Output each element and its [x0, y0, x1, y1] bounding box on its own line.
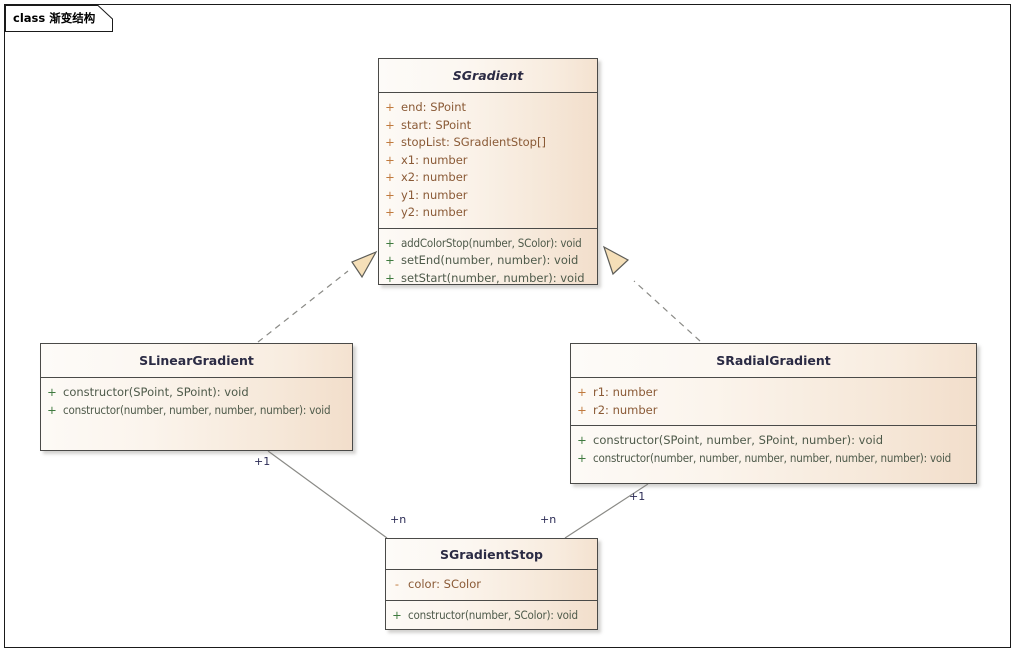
- visibility-marker: +: [385, 235, 395, 250]
- attribute-label: y2: number: [401, 205, 468, 219]
- attribute-row: + x1: number: [379, 152, 597, 170]
- method-label: constructor(number, number, number, numb…: [593, 450, 952, 465]
- attribute-label: stopList: SGradientStop[]: [401, 135, 546, 149]
- multiplicity-radial-many: +n: [540, 513, 557, 526]
- class-title-sradialgradient: SRadialGradient: [571, 344, 976, 378]
- methods-compartment-sgradient: + addColorStop(number, SColor): void + s…: [379, 227, 597, 294]
- method-row: + constructor(SPoint, SPoint): void: [41, 384, 352, 402]
- methods-compartment-slineargradient: + constructor(SPoint, SPoint): void + co…: [41, 378, 352, 425]
- visibility-marker: +: [47, 385, 57, 399]
- visibility-marker: -: [394, 577, 400, 591]
- attribute-row: + y1: number: [379, 187, 597, 205]
- attribute-label: start: SPoint: [401, 117, 472, 132]
- attribute-row: - color: SColor: [386, 576, 597, 594]
- method-row: + setEnd(number, number): void: [379, 252, 597, 270]
- attribute-label: r2: number: [593, 402, 658, 417]
- method-label: setEnd(number, number): void: [401, 253, 579, 267]
- attributes-compartment-sgradient: + end: SPoint + start: SPoint + stopList…: [379, 93, 597, 228]
- attribute-row: + end: SPoint: [379, 99, 597, 117]
- attribute-label: r1: number: [593, 385, 658, 399]
- visibility-marker: +: [385, 152, 395, 167]
- method-row: + setStart(number, number): void: [379, 270, 597, 288]
- visibility-marker: +: [392, 607, 402, 622]
- attribute-label: x1: number: [401, 152, 468, 167]
- visibility-marker: +: [385, 117, 395, 132]
- visibility-marker: +: [385, 100, 395, 114]
- visibility-marker: +: [385, 187, 395, 202]
- attribute-label: color: SColor: [408, 577, 481, 591]
- attribute-row: + r1: number: [571, 384, 976, 402]
- method-label: constructor(number, SColor): void: [408, 607, 578, 622]
- methods-compartment-sgradientstop: + constructor(number, SColor): void: [386, 599, 597, 631]
- frame-title-label: class 渐变结构: [13, 11, 96, 25]
- visibility-marker: +: [577, 385, 587, 399]
- class-title-sgradientstop: SGradientStop: [386, 539, 597, 570]
- visibility-marker: +: [385, 205, 395, 219]
- frame-title-tab: class 渐变结构: [4, 4, 113, 32]
- attribute-label: y1: number: [401, 187, 468, 202]
- method-row: + constructor(number, number, number, nu…: [571, 450, 976, 468]
- attribute-row: + y2: number: [379, 204, 597, 222]
- method-row: + constructor(number, SColor): void: [386, 607, 597, 625]
- visibility-marker: +: [385, 270, 395, 285]
- attribute-row: + start: SPoint: [379, 117, 597, 135]
- class-box-sradialgradient[interactable]: SRadialGradient + r1: number + r2: numbe…: [570, 343, 977, 484]
- visibility-marker: +: [47, 402, 57, 417]
- method-row: + constructor(SPoint, number, SPoint, nu…: [571, 432, 976, 450]
- attribute-row: + r2: number: [571, 402, 976, 420]
- method-label: setStart(number, number): void: [401, 270, 585, 285]
- visibility-marker: +: [577, 402, 587, 417]
- visibility-marker: +: [385, 170, 395, 184]
- class-box-slineargradient[interactable]: SLinearGradient + constructor(SPoint, SP…: [40, 343, 353, 451]
- method-row: + constructor(number, number, number, nu…: [41, 402, 352, 420]
- class-box-sgradient[interactable]: SGradient + end: SPoint + start: SPoint …: [378, 58, 598, 285]
- method-label: constructor(SPoint, number, SPoint, numb…: [593, 433, 884, 447]
- multiplicity-radial-one: +1: [629, 490, 646, 503]
- attribute-row: + stopList: SGradientStop[]: [379, 134, 597, 152]
- visibility-marker: +: [577, 450, 587, 465]
- class-title-slineargradient: SLinearGradient: [41, 344, 352, 378]
- attributes-compartment-sgradientstop: - color: SColor: [386, 570, 597, 600]
- multiplicity-linear-many: +n: [390, 513, 407, 526]
- class-box-sgradientstop[interactable]: SGradientStop - color: SColor + construc…: [385, 538, 598, 630]
- attribute-row: + x2: number: [379, 169, 597, 187]
- attribute-label: end: SPoint: [401, 100, 467, 114]
- method-label: constructor(number, number, number, numb…: [63, 402, 331, 417]
- attributes-compartment-sradialgradient: + r1: number + r2: number: [571, 378, 976, 425]
- visibility-marker: +: [385, 253, 395, 267]
- class-title-sgradient: SGradient: [379, 59, 597, 93]
- visibility-marker: +: [577, 433, 587, 447]
- method-label: constructor(SPoint, SPoint): void: [63, 385, 249, 399]
- multiplicity-linear-one: +1: [254, 455, 271, 468]
- method-label: addColorStop(number, SColor): void: [401, 235, 582, 250]
- methods-compartment-sradialgradient: + constructor(SPoint, number, SPoint, nu…: [571, 425, 976, 473]
- visibility-marker: +: [385, 135, 395, 149]
- method-row: + addColorStop(number, SColor): void: [379, 235, 597, 253]
- attribute-label: x2: number: [401, 170, 468, 184]
